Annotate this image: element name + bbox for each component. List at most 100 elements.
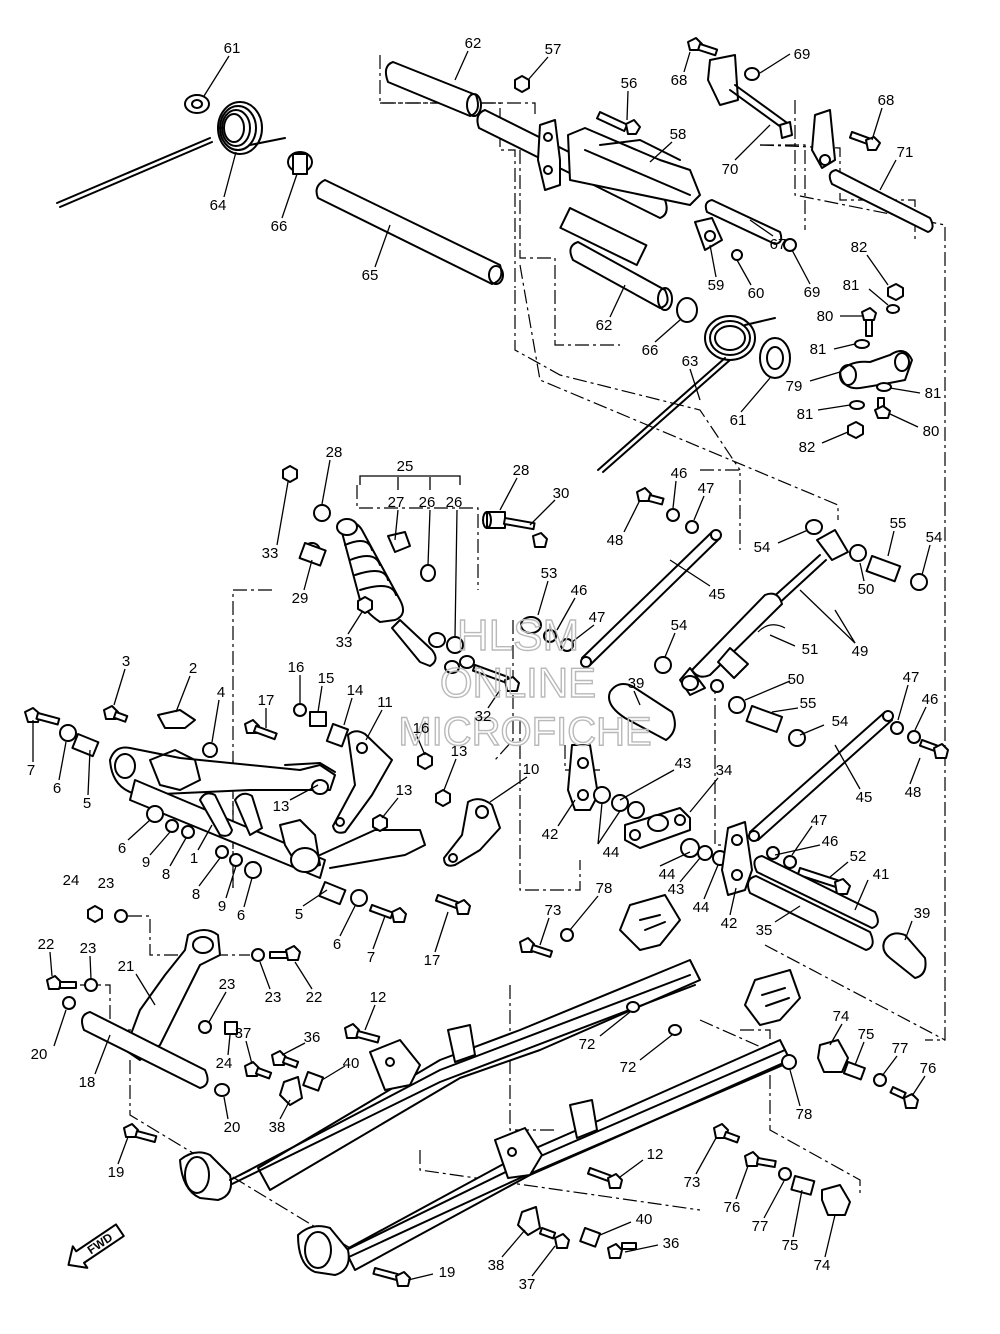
tube-62-top <box>384 61 482 117</box>
callout-9: 9 <box>142 854 150 871</box>
callout-13: 13 <box>451 743 468 760</box>
callout-58: 58 <box>670 126 687 143</box>
callout-23: 23 <box>98 875 115 892</box>
callout-17: 17 <box>258 692 275 709</box>
callout-24: 24 <box>216 1055 233 1072</box>
leader-lines <box>32 50 931 1281</box>
bolts-36-37-38-40-right <box>517 1206 637 1259</box>
collars-43-44-left <box>593 786 645 819</box>
callout-34: 34 <box>716 762 733 779</box>
bracket-58 <box>537 119 701 267</box>
callout-62: 62 <box>465 35 482 52</box>
callout-20: 20 <box>224 1119 241 1136</box>
callout-11: 11 <box>377 694 393 711</box>
left-washers-6-8-9 <box>146 805 262 879</box>
callout-38: 38 <box>488 1257 505 1274</box>
callout-78: 78 <box>796 1106 813 1123</box>
washers-46-47-lower <box>766 846 797 869</box>
bolt-48-lower <box>890 721 949 759</box>
callout-50: 50 <box>858 581 875 598</box>
link-45-upper <box>580 529 722 668</box>
bolts-7-3-left <box>24 705 129 758</box>
callout-28: 28 <box>326 444 343 461</box>
nut-24-washer-23-upper <box>87 905 128 923</box>
callout-82: 82 <box>799 439 816 456</box>
shaft-41 <box>753 855 879 929</box>
callout-49: 49 <box>852 643 869 660</box>
bolt-68-top <box>687 37 719 57</box>
callout-76: 76 <box>920 1060 937 1077</box>
callout-16: 16 <box>288 659 305 676</box>
washer-23-nut-24-lower <box>198 1020 238 1097</box>
callout-53: 53 <box>541 565 558 582</box>
bracket-71 <box>811 109 836 169</box>
callout-21: 21 <box>118 958 135 975</box>
callout-45: 45 <box>709 586 726 603</box>
callout-56: 56 <box>621 75 638 92</box>
bolt-68-right <box>848 131 881 151</box>
callout-46: 46 <box>822 833 839 850</box>
callout-36: 36 <box>663 1235 680 1252</box>
bolts-36-37-40-left <box>244 1050 325 1106</box>
callout-2: 2 <box>189 660 197 677</box>
callout-16: 16 <box>413 720 430 737</box>
callout-77: 77 <box>752 1218 769 1235</box>
watermark-line-2: ONLINE <box>440 659 596 706</box>
callout-40: 40 <box>636 1211 653 1228</box>
callout-23: 23 <box>80 940 97 957</box>
watermark: HLSM ONLINE MICROFICHE <box>398 610 653 754</box>
shaft-18 <box>81 1011 209 1089</box>
callout-75: 75 <box>858 1026 875 1043</box>
callout-13: 13 <box>396 782 413 799</box>
watermark-line-3: MICROFICHE <box>398 710 651 754</box>
bushing-66-left <box>287 151 313 175</box>
callout-24: 24 <box>63 872 80 889</box>
callout-20: 20 <box>31 1046 48 1063</box>
collar-39-lower <box>882 932 927 979</box>
front-arm-main-1 <box>129 779 426 879</box>
callout-23: 23 <box>219 976 236 993</box>
callout-43: 43 <box>675 755 692 772</box>
bracket-42-right <box>721 821 753 896</box>
callout-10: 10 <box>523 761 540 778</box>
callout-23: 23 <box>265 989 282 1006</box>
callout-5: 5 <box>83 795 91 812</box>
washer-81-low <box>849 400 865 410</box>
callout-22: 22 <box>306 989 323 1006</box>
shaft-35 <box>747 875 874 951</box>
lower-bolts-5-6-7-17 <box>318 881 471 923</box>
callout-62: 62 <box>596 317 613 334</box>
callout-64: 64 <box>210 197 227 214</box>
callout-6: 6 <box>333 936 341 953</box>
callout-80: 80 <box>923 423 940 440</box>
nut-33-top <box>282 465 298 483</box>
callout-79: 79 <box>786 378 803 395</box>
bolt-12-right <box>586 1167 623 1189</box>
bolt-56 <box>596 111 641 135</box>
callout-76: 76 <box>724 1199 741 1216</box>
damper-49 <box>654 519 928 747</box>
callout-55: 55 <box>800 695 817 712</box>
stopper-74-lower <box>713 1123 851 1216</box>
slide-rail-left <box>179 894 701 1201</box>
callout-29: 29 <box>292 590 309 607</box>
callout-54: 54 <box>754 539 771 556</box>
bolt-80-top <box>861 307 877 337</box>
callout-72: 72 <box>620 1059 637 1076</box>
callout-3: 3 <box>122 653 130 670</box>
washers-46-47-upper <box>666 508 699 534</box>
callout-17: 17 <box>424 952 441 969</box>
callout-57: 57 <box>545 41 562 58</box>
bolt-19-right <box>372 1266 411 1287</box>
callout-74: 74 <box>833 1008 850 1025</box>
shaft-67 <box>704 199 797 252</box>
callout-69: 69 <box>804 284 821 301</box>
callout-51: 51 <box>802 641 819 658</box>
callout-42: 42 <box>721 915 738 932</box>
callout-82: 82 <box>851 239 868 256</box>
callout-65: 65 <box>362 267 379 284</box>
callout-42: 42 <box>542 826 559 843</box>
callout-40: 40 <box>343 1055 360 1072</box>
callout-8: 8 <box>162 866 170 883</box>
